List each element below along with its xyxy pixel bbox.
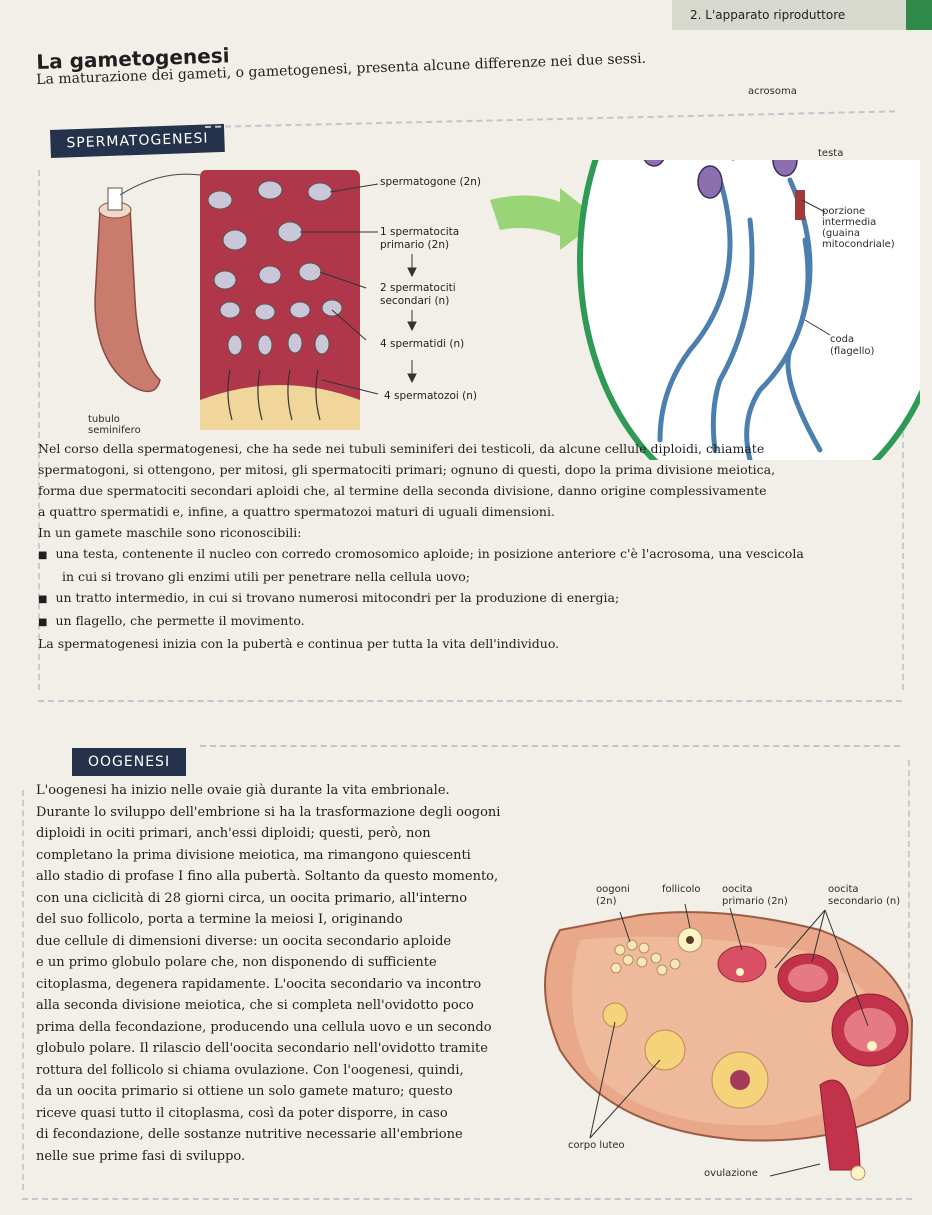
tubule-label-line2: seminifero [88, 425, 141, 436]
paragraph-line: Nel corso della spermatogenesi, che ha s… [38, 441, 765, 456]
label-tail-l1: coda [830, 334, 855, 345]
oog-divider-bottom [22, 1198, 912, 1200]
paragraph-closing: La spermatogenesi inizia con la pubertà … [38, 636, 560, 651]
bullet-head: una testa, contenente il nucleo con corr… [38, 543, 804, 566]
oog-line: L'oogenesi ha inizio nelle ovaie già dur… [36, 783, 450, 798]
spermatogenesis-illustration [94, 160, 920, 460]
stage-spermatocytes-secondary-l2: secondari (n) [380, 295, 450, 307]
label-middle-piece: porzione intermedia (guaina mitocondrial… [822, 206, 895, 250]
section-divider-bottom [38, 700, 902, 702]
oog-line: con una ciclicità di 28 giorni circa, un… [36, 890, 468, 906]
bullet-text-cont: in cui si trovano gli enzimi utili per p… [62, 569, 470, 584]
label-ovulation: ovulazione [704, 1168, 758, 1179]
label-secondary-oocyte: oocita secondario (n) [828, 884, 900, 908]
label-oogoni: oogoni (2n) [596, 884, 630, 908]
label-middle-l1: porzione [822, 206, 866, 217]
oog-line: e un primo globulo polare che, non dispo… [36, 955, 437, 970]
oog-line: da un oocita primario si ottiene un solo… [36, 1084, 453, 1099]
oog-line: di fecondazione, delle sostanze nutritiv… [36, 1127, 463, 1142]
bullet-text: un flagello, che permette il movimento. [55, 613, 305, 628]
paragraph-lead: In un gamete maschile sono riconoscibili… [38, 525, 302, 540]
bullet-flagellum: un flagello, che permette il movimento. [38, 610, 804, 633]
chapter-title: 2. L'apparato riproduttore [690, 8, 846, 22]
label-middle-l3: (guaina [822, 228, 860, 239]
stage-spermatocyte-primary-l1: 1 spermatocita [380, 226, 460, 238]
tubule-label: tubulo seminifero [88, 414, 141, 436]
oog-divider-right [908, 760, 910, 1100]
paragraph-line: a quattro spermatidi e, infine, a quattr… [38, 504, 555, 519]
oog-line: riceve quasi tutto il citoplasma, così d… [36, 1105, 448, 1121]
oogenesis-text: L'oogenesi ha inizio nelle ovaie già dur… [36, 780, 500, 1167]
section-divider-left [38, 170, 40, 690]
oog-line: prima della fecondazione, producendo una… [36, 1019, 492, 1035]
oog-line: due cellule di dimensioni diverse: un oo… [36, 933, 452, 949]
stage-spermatogone: spermatogone (2n) [380, 176, 482, 188]
stage-spermatocytes-secondary-l1: 2 spermatociti [380, 282, 456, 294]
spermatogenesis-tab: SPERMATOGENESI [50, 123, 225, 158]
oog-line: Durante lo sviluppo dell'embrione si ha … [36, 804, 501, 820]
oog-line: completano la prima divisione meiotica, … [36, 847, 471, 863]
label-middle-l4: mitocondriale) [822, 239, 895, 250]
label-corpus-luteum: corpo luteo [568, 1140, 625, 1151]
label-secondary-oocyte-l1: oocita [828, 884, 859, 895]
bullet-middle: un tratto intermedio, in cui si trovano … [38, 587, 804, 610]
ovary-illustration [544, 903, 914, 1181]
label-secondary-oocyte-l2: secondario (n) [828, 896, 901, 907]
paragraph-line: forma due spermatociti secondari aploidi… [38, 483, 767, 498]
stage-spermatocyte-primary-l2: primario (2n) [380, 239, 450, 251]
label-primary-oocyte-l1: oocita [722, 884, 753, 895]
bullet-text: una testa, contenente il nucleo con corr… [55, 546, 804, 561]
chapter-color-marker [906, 0, 932, 30]
section-divider-top [204, 110, 895, 128]
label-tail-l2: (flagello) [830, 346, 875, 357]
oog-line: alla seconda divisione meiotica, che si … [36, 998, 474, 1013]
oogenesis-tab: OOGENESI [72, 748, 187, 776]
bullet-text: un tratto intermedio, in cui si trovano … [55, 590, 620, 605]
oog-line: del suo follicolo, porta a termine la me… [36, 912, 403, 927]
label-primary-oocyte: oocita primario (2n) [722, 884, 788, 908]
label-head: testa [818, 148, 844, 159]
tubule-label-line1: tubulo [88, 414, 120, 425]
oog-line: rottura del follicolo si chiama ovulazio… [36, 1062, 464, 1078]
oog-divider-left [22, 790, 24, 1190]
paragraph-line: spermatogoni, si ottengono, per mitosi, … [38, 462, 776, 477]
oog-line: nelle sue prime fasi di sviluppo. [36, 1148, 246, 1164]
oog-divider-top [200, 745, 900, 747]
label-middle-l2: intermedia [822, 217, 877, 228]
stage-spermatozoa: 4 spermatozoi (n) [384, 390, 477, 402]
oog-line: globulo polare. Il rilascio dell'oocita … [36, 1041, 488, 1056]
label-follicle: follicolo [662, 884, 701, 895]
label-acrosome: acrosoma [748, 86, 797, 97]
label-primary-oocyte-l2: primario (2n) [722, 896, 788, 907]
oog-line: allo stadio di profase I fino alla puber… [36, 869, 499, 884]
label-tail: coda (flagello) [830, 334, 874, 358]
stage-spermatids: 4 spermatidi (n) [380, 338, 465, 350]
label-oogoni-l1: oogoni [596, 884, 630, 895]
label-oogoni-l2: (2n) [596, 896, 617, 907]
chapter-header: 2. L'apparato riproduttore [672, 0, 932, 30]
oog-line: citoplasma, degenera rapidamente. L'ooci… [36, 976, 482, 992]
spermatogenesis-paragraph: Nel corso della spermatogenesi, che ha s… [38, 438, 804, 654]
oog-line: diploidi in ociti primari, anch'essi dip… [36, 826, 431, 841]
